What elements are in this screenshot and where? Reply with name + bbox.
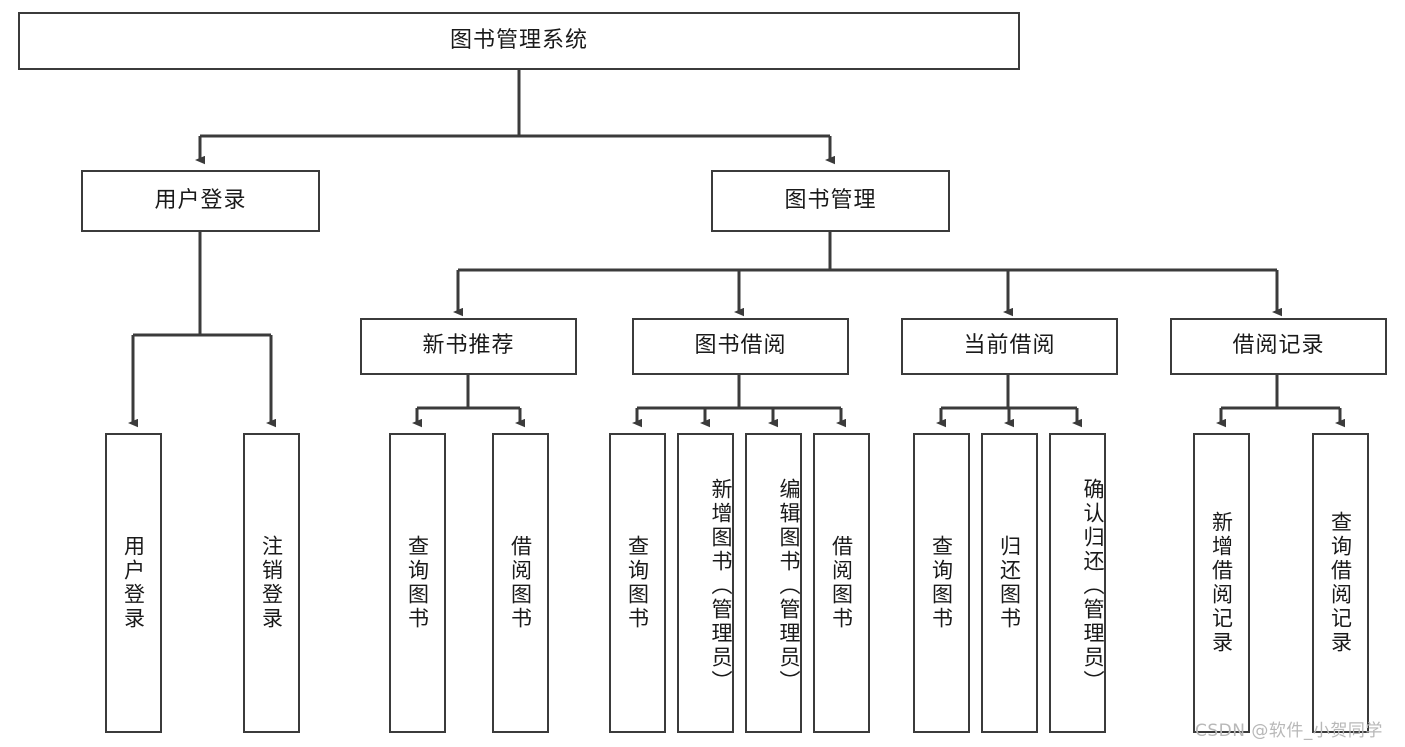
node-leaf-borrow-book-1[interactable]: 借阅图书 [492,433,549,733]
node-current-borrow-label: 当前借阅 [963,333,1056,359]
node-leaf-query-book-3-label: 查询图书 [929,535,954,631]
node-current-borrow[interactable]: 当前借阅 [901,318,1118,375]
node-book-borrow-label: 图书借阅 [694,333,787,359]
node-leaf-confirm-return[interactable]: 确认归还（管理员） [1049,433,1106,733]
node-leaf-add-record[interactable]: 新增借阅记录 [1193,433,1250,733]
node-leaf-borrow-book-2-label: 借阅图书 [829,535,854,631]
node-leaf-return-book-label: 归还图书 [997,535,1022,631]
node-new-book-recommend-label: 新书推荐 [422,333,515,359]
node-leaf-user-logout[interactable]: 注销登录 [243,433,300,733]
node-leaf-add-book[interactable]: 新增图书（管理员） [677,433,734,733]
node-leaf-query-book-2-label: 查询图书 [625,535,650,631]
node-leaf-query-book-3[interactable]: 查询图书 [913,433,970,733]
node-leaf-query-book-2[interactable]: 查询图书 [609,433,666,733]
node-leaf-edit-book-label: 编辑图书（管理员） [777,478,801,694]
node-root-label: 图书管理系统 [449,27,588,53]
node-leaf-add-record-label: 新增借阅记录 [1209,511,1234,655]
node-leaf-return-book[interactable]: 归还图书 [981,433,1038,733]
node-borrow-record[interactable]: 借阅记录 [1170,318,1387,375]
node-book-borrow[interactable]: 图书借阅 [632,318,849,375]
node-book-manage-label: 图书管理 [784,187,877,213]
node-user-login-label: 用户登录 [154,187,247,213]
csdn-watermark: CSDN @软件_小贺同学 [1195,721,1383,741]
node-leaf-edit-book[interactable]: 编辑图书（管理员） [745,433,802,733]
node-new-book-recommend[interactable]: 新书推荐 [360,318,577,375]
node-leaf-user-login[interactable]: 用户登录 [105,433,162,733]
node-user-login[interactable]: 用户登录 [81,170,320,232]
node-leaf-query-record-label: 查询借阅记录 [1328,511,1353,655]
node-leaf-confirm-return-label: 确认归还（管理员） [1081,478,1105,694]
node-leaf-user-logout-label: 注销登录 [259,535,284,631]
node-leaf-add-book-label: 新增图书（管理员） [709,478,733,694]
node-leaf-query-book-1[interactable]: 查询图书 [389,433,446,733]
node-leaf-borrow-book-1-label: 借阅图书 [508,535,533,631]
node-leaf-user-login-label: 用户登录 [121,535,146,631]
node-root[interactable]: 图书管理系统 [18,12,1020,70]
node-leaf-query-book-1-label: 查询图书 [405,535,430,631]
node-borrow-record-label: 借阅记录 [1232,333,1325,359]
node-leaf-query-record[interactable]: 查询借阅记录 [1312,433,1369,733]
node-leaf-borrow-book-2[interactable]: 借阅图书 [813,433,870,733]
node-book-manage[interactable]: 图书管理 [711,170,950,232]
